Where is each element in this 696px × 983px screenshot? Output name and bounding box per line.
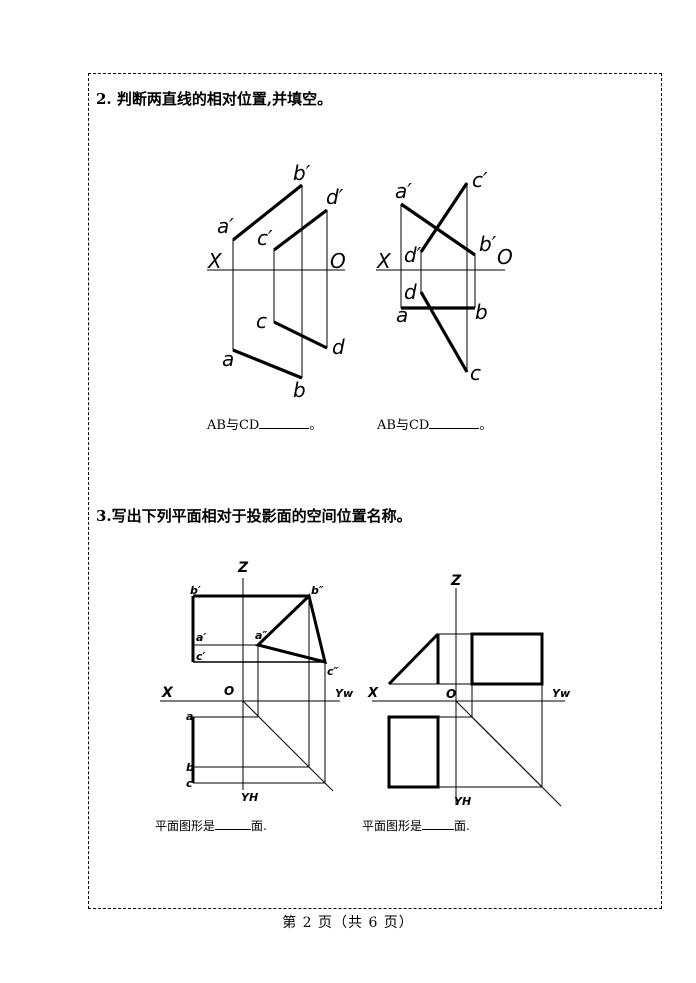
answer-prefix: 平面图形是 [155,819,216,833]
answer-blank[interactable] [422,829,455,830]
q2-left-diagram [207,183,345,380]
label-x-axis-r: X [367,686,379,701]
label-yw-r: Yw [552,687,571,700]
label-z-r: Z [450,573,462,589]
label-yh-r: YH [454,795,471,808]
label-b-prime-r: b′ [479,232,497,256]
label-b-prime: b′ [190,584,201,597]
q3-left-diagram [160,578,340,792]
answer-suffix: 面. [454,819,470,833]
label-b: b [186,761,194,774]
answer-suffix: 。 [309,418,323,433]
answer-prefix: 平面图形是 [362,819,423,833]
label-a: a [186,710,193,723]
label-yh: YH [241,791,258,804]
q3-right-answer: 平面图形是 面. [362,817,470,834]
q3-left-answer: 平面图形是 面. [155,817,267,834]
question-2-title: 2. 判断两直线的相对位置,并填空。 [96,90,333,108]
q2-right-answer: AB与CD 。 [377,414,492,433]
label-a-r: a [396,303,408,327]
label-x-axis: X [161,685,174,701]
label-a-dprime: a″ [255,629,267,642]
label-a-prime: a′ [217,214,234,238]
answer-prefix: AB与CD [377,418,430,433]
label-b-r: b [475,300,488,324]
q3-right-diagram [372,588,565,807]
label-d: d [332,335,345,359]
label-x-axis-r: X [376,249,392,273]
label-c: c [256,309,267,333]
label-c-prime-r: c′ [472,168,488,192]
label-b-dprime: b″ [311,584,324,597]
label-d-prime-r: d′ [404,243,422,267]
label-yw: Yw [335,687,354,700]
answer-suffix: 。 [479,418,493,433]
label-c-prime: c′ [196,650,206,663]
label-a-prime: a′ [196,631,206,644]
label-c-prime: c′ [257,226,273,250]
label-c-r: c [470,361,481,385]
answer-prefix: AB与CD [207,418,260,433]
answer-blank[interactable] [259,428,310,429]
page-frame [88,73,662,909]
label-x-axis: X [207,249,223,273]
answer-blank[interactable] [215,829,252,830]
label-a: a [222,347,234,371]
q2-left-answer: AB与CD 。 [207,414,322,433]
label-c-dprime: c″ [327,665,339,678]
label-z: Z [237,560,249,576]
answer-suffix: 面. [251,819,267,833]
question-3-title: 3.写出下列平面相对于投影面的空间位置名称。 [96,507,412,525]
label-d-prime: d′ [326,185,344,209]
page-footer: 第 2 页（共 6 页） [282,915,414,931]
label-a-prime-r: a′ [395,179,412,203]
label-origin: O [330,249,346,273]
label-c: c [186,777,193,790]
label-origin-r: O [446,687,456,701]
label-d-r: d [404,280,417,304]
label-b-prime: b′ [293,161,311,185]
label-b: b [293,378,306,402]
q2-right-diagram [376,182,505,373]
label-origin: O [224,684,234,698]
answer-blank[interactable] [429,428,480,429]
label-origin-r: O [497,245,513,269]
